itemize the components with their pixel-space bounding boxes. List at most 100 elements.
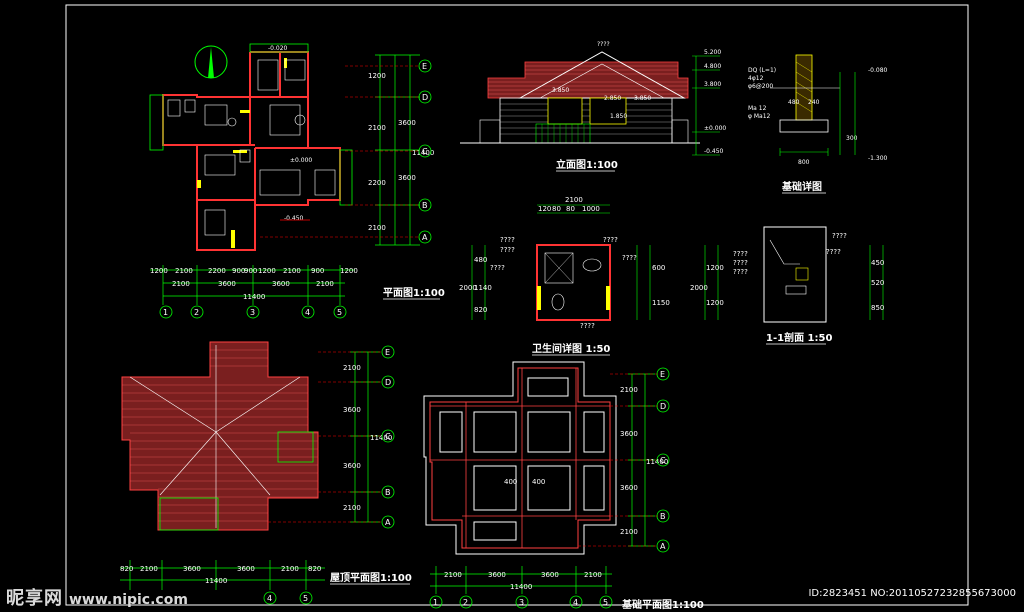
roof-axis-5: 5 xyxy=(303,594,308,603)
foundation-bottom-dim-1: 2100 xyxy=(444,571,462,579)
foundation-title: 基础平面图1:100 xyxy=(621,598,704,611)
section-note-5: ???? xyxy=(733,268,748,276)
axis-bubble-e xyxy=(418,59,432,73)
roof-ridges xyxy=(129,345,301,528)
plan-right-dim-d: 2100 xyxy=(368,224,386,232)
plan-right-dim-f: 3600 xyxy=(398,174,416,182)
elevation-level-1: 5.200 xyxy=(704,49,721,56)
roof-axis-bubbles-bottom: 4 5 xyxy=(263,591,313,605)
fd-width: 800 xyxy=(798,159,810,166)
foundation-right-dim-4: 2100 xyxy=(620,528,638,536)
roof-dormer-right xyxy=(277,431,314,463)
fd-note-2: 4φ12 xyxy=(748,75,764,82)
section-dim-5: 520 xyxy=(871,279,884,287)
plan-level-top: -0.020 xyxy=(268,45,288,52)
elevation-roof xyxy=(487,61,689,99)
elevation-level-3: 3.800 xyxy=(704,81,721,88)
fd-level-1: -0.080 xyxy=(868,67,888,74)
foundation-bottom-dim-4: 2100 xyxy=(584,571,602,579)
section-dim-1: 2000 xyxy=(690,284,708,292)
section-view: ???? ???? ???? ???? ???? 2000 1200 1200 … xyxy=(690,226,884,345)
bath-dim-left-4: 820 xyxy=(474,306,487,314)
section-note-3: ???? xyxy=(733,250,748,258)
elevation-note-top: ???? xyxy=(597,41,610,48)
bathroom-shower xyxy=(544,252,574,284)
section-dim-3: 1200 xyxy=(706,299,724,307)
fd-dim-1: 480 xyxy=(788,99,800,106)
plan-right-total: 11400 xyxy=(412,149,434,157)
plan-bottom-dim2-2: 3600 xyxy=(218,280,236,288)
plan-level-entrance: -0.450 xyxy=(284,215,304,222)
bathroom-toilet-icon xyxy=(551,293,565,311)
foundation-outer-red xyxy=(429,367,611,549)
elevation-note-3: 3.850 xyxy=(634,95,651,102)
foundation-axis-e: E xyxy=(660,370,665,379)
plan-bottom-dim-4: 900 xyxy=(232,267,245,275)
bathroom-walls xyxy=(536,244,611,321)
foundation-axis-bubbles-bottom: 1 2 3 4 5 xyxy=(429,595,613,609)
foundation-axis-2: 2 xyxy=(463,598,468,607)
foundation-right-dim-3: 3600 xyxy=(620,484,638,492)
section-dim-6: 850 xyxy=(871,304,884,312)
roof-right-total: 11400 xyxy=(370,434,392,442)
foundation-plan: 400 400 2100 3600 3600 2100 11400 E xyxy=(423,361,704,611)
foundation-right-dim-1: 2100 xyxy=(620,386,638,394)
fd-note-4: Ma 12 xyxy=(748,105,767,112)
plan-bottom-dim-5: 900 xyxy=(244,267,257,275)
axis-bubble-b xyxy=(418,198,432,212)
foundation-axis-d: D xyxy=(660,402,666,411)
bathroom-title: 卫生间详图 1:50 xyxy=(532,342,610,355)
bath-dim-top-2: 80 xyxy=(552,205,561,213)
elevation-level-2: 4.800 xyxy=(704,63,721,70)
plan-right-dim-e: 3600 xyxy=(398,119,416,127)
fd-dim-2: 240 xyxy=(808,99,820,106)
elevation-note-4: 1.850 xyxy=(610,113,627,120)
foundation-detail-footing xyxy=(779,119,829,133)
plan-bottom-dim-lines xyxy=(150,265,355,305)
roof-bottom-dim-5: 2100 xyxy=(281,565,299,573)
fd-note-1: DQ (L=1) xyxy=(748,67,776,74)
plan-axis-lines xyxy=(260,65,418,238)
fd-dim-3: 300 xyxy=(846,135,858,142)
roof-outline xyxy=(121,341,319,531)
plan-right-dim-c: 2200 xyxy=(368,179,386,187)
watermark-brand: 昵享网 xyxy=(6,588,63,609)
bath-dim-left-3: 1140 xyxy=(474,284,492,292)
foundation-pads xyxy=(439,377,605,541)
elevation-siding xyxy=(500,103,672,135)
roof-axis-e: E xyxy=(385,348,390,357)
foundation-axis-bubbles-right: E D C B A xyxy=(656,367,670,553)
foundation-axis-3: 3 xyxy=(519,598,524,607)
floor-plan: -0.020 ±0.000 -0.450 1200 2100 2200 2100… xyxy=(149,43,445,319)
roof-axis-b: B xyxy=(385,488,391,497)
elevation-title: 立面图1:100 xyxy=(556,158,618,171)
roof-bottom-dim-4: 3600 xyxy=(237,565,255,573)
plan-bottom-dim2-3: 3600 xyxy=(272,280,290,288)
roof-right-dim-4: 2100 xyxy=(343,504,361,512)
foundation-label-2: 400 xyxy=(532,478,545,486)
plan-bottom-dim2-1: 2100 xyxy=(172,280,190,288)
elevation-window-left xyxy=(547,97,583,125)
axis-label-a: A xyxy=(422,233,428,242)
roof-axis-d: D xyxy=(385,378,391,387)
bath-dim-left-1: 2000 xyxy=(459,284,477,292)
elevation-note-1: 3.850 xyxy=(552,87,569,94)
section-dim-4: 450 xyxy=(871,259,884,267)
roof-tile-pattern xyxy=(122,349,318,522)
roof-axis-4: 4 xyxy=(267,594,272,603)
axis-label-e: E xyxy=(422,62,427,71)
plan-level-center: ±0.000 xyxy=(290,157,312,164)
bath-note-5: ???? xyxy=(490,264,505,272)
foundation-axis-5: 5 xyxy=(603,598,608,607)
plan-right-dim-b: 2100 xyxy=(368,124,386,132)
elevation-wall xyxy=(499,97,673,144)
bath-dim-top-3: 80 xyxy=(566,205,575,213)
roof-porch xyxy=(159,497,219,531)
roof-title: 屋顶平面图1:100 xyxy=(330,572,412,584)
axis-label-c: C xyxy=(422,147,428,156)
foundation-axis-4: 4 xyxy=(573,598,578,607)
plan-bottom-dim-1: 1200 xyxy=(150,267,168,275)
foundation-axis-a: A xyxy=(660,542,666,551)
